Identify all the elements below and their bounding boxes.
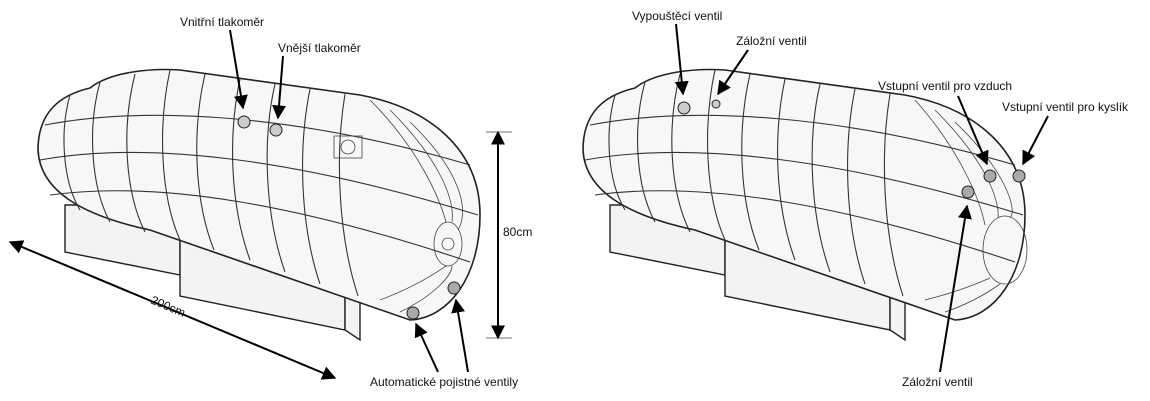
dimension-height-label: 80cm — [503, 225, 532, 239]
label-release-valve: Vypouštěcí ventil — [632, 9, 722, 23]
label-backup-valve-top: Záložní ventil — [736, 34, 807, 48]
right-oxygen-inlet-valve-icon — [1012, 169, 1026, 183]
arrow-safety-valve-2 — [451, 298, 469, 373]
left-window — [333, 135, 363, 159]
right-chamber — [582, 68, 1028, 342]
label-backup-valve-bottom: Záložní ventil — [902, 375, 973, 389]
right-chamber-body — [582, 68, 1026, 321]
arrow-air-inlet-valve — [957, 95, 989, 166]
arrow-backup-valve-top — [717, 49, 749, 96]
right-air-inlet-valve-icon — [983, 169, 997, 183]
arrow-inner-gauge — [229, 29, 248, 110]
right-release-valve-icon — [677, 101, 691, 115]
arrow-release-valve — [674, 23, 689, 96]
label-safety-valves: Automatické pojistné ventily — [370, 375, 518, 389]
left-outer-gauge-icon — [269, 123, 283, 137]
left-chamber-body — [37, 68, 481, 321]
label-oxygen-inlet-valve: Vstupní ventil pro kyslík — [1002, 100, 1129, 114]
left-safety-valve-1-icon — [406, 306, 420, 320]
label-inner-gauge: Vnitřní tlakoměr — [180, 15, 264, 29]
right-backup-valve-top-icon — [711, 99, 721, 109]
left-inner-gauge-icon — [237, 115, 251, 129]
right-backup-valve-bottom-icon — [961, 185, 975, 199]
left-chamber — [37, 68, 481, 342]
arrow-oxygen-inlet-valve — [1022, 115, 1049, 166]
dimension-length-line — [8, 240, 337, 380]
label-outer-gauge: Vnější tlakoměr — [278, 41, 361, 55]
left-end-cap — [433, 221, 463, 267]
right-end-cap — [982, 215, 1028, 285]
arrow-backup-valve-bottom — [939, 204, 972, 373]
arrow-safety-valve-1 — [414, 322, 439, 373]
left-chamber-bands — [39, 69, 479, 313]
label-air-inlet-valve: Vstupní ventil pro vzduch — [878, 79, 1012, 93]
arrow-outer-gauge — [272, 55, 286, 120]
left-safety-valve-2-icon — [447, 281, 461, 295]
